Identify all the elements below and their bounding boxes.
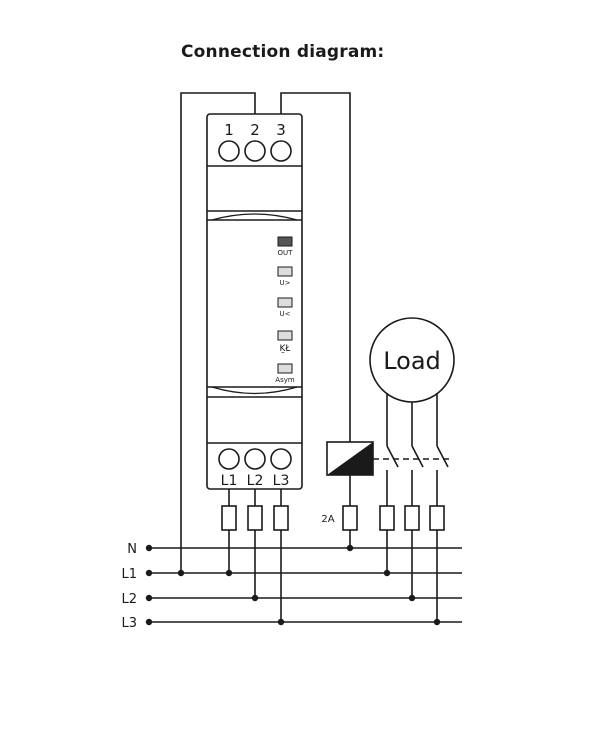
terminal-label-1: 1	[224, 121, 234, 139]
terminal-screw-l3	[270, 448, 292, 470]
terminal-screw-l1	[218, 448, 240, 470]
load-fuse-l3	[429, 505, 445, 531]
led-label-undervoltage: U<	[280, 310, 291, 318]
fuse-2a	[342, 505, 358, 531]
fuse-l1	[221, 505, 237, 531]
wire-terminal-2	[180, 92, 256, 573]
led-label-overvoltage: U>	[280, 279, 291, 287]
terminal-label-l3: L3	[273, 473, 290, 489]
bus-label-l3: L3	[121, 616, 137, 631]
terminal-screw-l2	[244, 448, 266, 470]
contact-l2	[411, 445, 424, 468]
bus-label-n: N	[127, 542, 137, 557]
fuse-rating-label: 2A	[321, 514, 334, 525]
led-out	[277, 236, 293, 247]
bus-label-l2: L2	[121, 592, 137, 607]
led-undervoltage	[277, 297, 293, 308]
led-label-asymmetry: Asym	[275, 376, 295, 384]
wire-terminal-3	[280, 92, 351, 442]
load-label: Load	[383, 347, 441, 375]
fuse-l2	[247, 505, 263, 531]
load-fuse-l1	[379, 505, 395, 531]
terminal-label-3: 3	[276, 121, 286, 139]
terminal-screw-3	[270, 140, 292, 162]
fuse-l3	[273, 505, 289, 531]
terminal-screw-2	[244, 140, 266, 162]
led-phase-failure	[277, 330, 293, 341]
diagram-title: Connection diagram:	[181, 42, 385, 62]
wiring: 2A Load	[121, 92, 462, 631]
monitoring-relay-device: 1 2 3 L1 L2 L3 OUT U> U< ḴŁ Asym	[206, 113, 303, 490]
bus-label-l1: L1	[121, 567, 137, 582]
terminal-label-l1: L1	[221, 473, 238, 489]
terminal-screw-1	[218, 140, 240, 162]
terminal-label-l2: L2	[247, 473, 264, 489]
contact-l1	[386, 445, 399, 468]
led-asymmetry	[277, 363, 293, 374]
indicator-panel: OUT U> U< ḴŁ Asym	[275, 236, 295, 384]
load-fuse-l2	[404, 505, 420, 531]
led-label-phase-failure: ḴŁ	[280, 344, 292, 354]
contact-l3	[436, 445, 449, 468]
terminal-label-2: 2	[250, 121, 260, 139]
led-label-out: OUT	[278, 249, 294, 257]
led-overvoltage	[277, 266, 293, 277]
